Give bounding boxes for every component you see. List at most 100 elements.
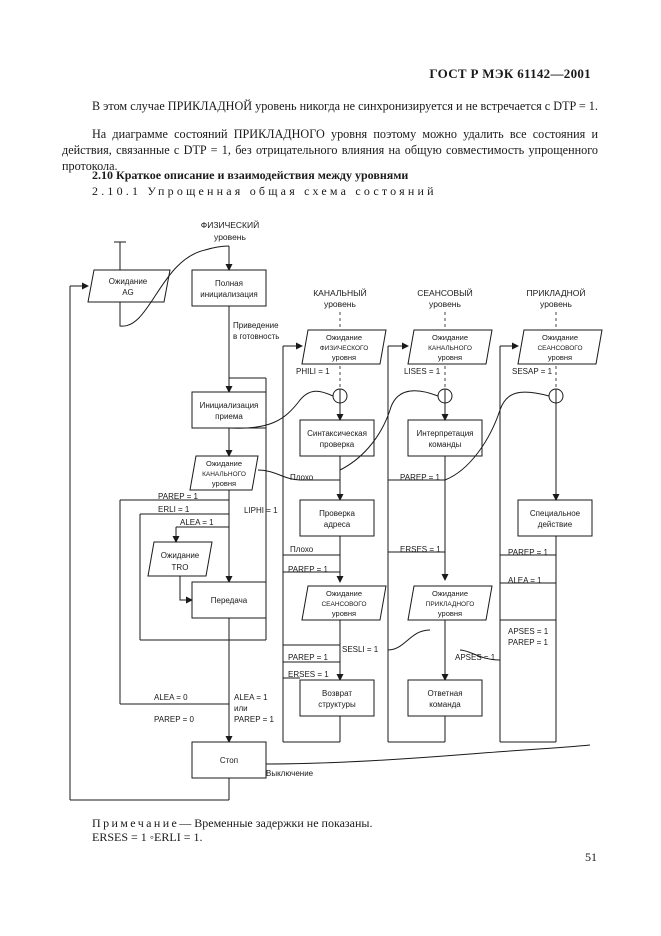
label-sesap: SESAP = 1	[512, 367, 553, 376]
bring-ready-line1: Приведение	[233, 321, 279, 330]
wait-channel-left-line1: Ожидание	[206, 459, 242, 468]
physical-level-label-2: уровень	[214, 232, 246, 242]
reply-cmd-line1: Ответная	[427, 689, 462, 698]
state-stop	[191, 741, 267, 779]
syntax-check-line2: проверка	[320, 440, 355, 449]
label-bad-2: Плохо	[290, 545, 314, 554]
wait-session-top-line2: СЕАНСОВОГО	[537, 345, 582, 352]
waiting-ag-line1: Ожидание	[109, 277, 148, 286]
note-text: — Временные задержки не показаны.	[179, 816, 373, 830]
wait-application-line3: уровня	[438, 609, 462, 618]
label-parep-b1: PAREP = 1	[400, 473, 441, 482]
recv-init-line1: Инициализация	[200, 401, 259, 410]
wait-channel-top-line1: Ожидание	[432, 333, 468, 342]
wait-session-top-line3: уровня	[548, 353, 572, 362]
state-wait-physical	[301, 329, 387, 365]
state-addr-check	[299, 499, 375, 537]
full-init-line2: инициализация	[200, 290, 258, 299]
wait-channel-left-line2: КАНАЛЬНОГО	[202, 471, 246, 478]
addr-check-line1: Проверка	[319, 509, 355, 518]
label-parep-b2: PAREP = 1	[288, 653, 329, 662]
label-alea-or-3: PAREP = 1	[234, 715, 275, 724]
interpret-line1: Интерпретация	[416, 429, 473, 438]
struct-return-line1: Возврат	[322, 689, 352, 698]
reply-cmd-line2: команда	[429, 700, 461, 709]
application-level-label-2: уровень	[540, 299, 572, 309]
wait-tro-line2: TRO	[172, 563, 189, 572]
label-bad-1: Плохо	[290, 473, 314, 482]
wait-session-mid-line2: СЕАНСОВОГО	[321, 601, 366, 608]
wait-session-top-line1: Ожидание	[542, 333, 578, 342]
page-number: 51	[585, 850, 597, 864]
physical-level-label-1: ФИЗИЧЕСКИЙ	[201, 219, 259, 230]
state-struct-return	[299, 679, 375, 717]
state-full-init	[191, 269, 267, 307]
label-shutdown: Выключение	[266, 769, 314, 778]
label-alea-a: ALEA = 1	[508, 576, 542, 585]
wait-physical-line2: ФИЗИЧЕСКОГО	[320, 345, 369, 352]
session-level-label-2: уровень	[429, 299, 461, 309]
label-parep-bl: PAREP = 1	[508, 548, 549, 557]
state-wait-session-mid	[301, 585, 387, 621]
state-interpret	[407, 419, 483, 457]
label-parep-a1: PAREP = 1	[158, 492, 199, 501]
state-recv-init	[191, 391, 267, 429]
equation: ERSES = 1 ◦ERLI = 1.	[92, 830, 203, 844]
bring-ready-line2: в готовность	[233, 332, 279, 341]
paragraph-2: На диаграмме состояний ПРИКЛАДНОГО уровн…	[62, 127, 598, 173]
special-line2: действие	[538, 520, 573, 529]
label-erses-b: ERSES = 1	[288, 670, 329, 679]
label-phili: PHILI = 1	[296, 367, 330, 376]
state-waiting-ag	[87, 269, 171, 303]
label-alea-or-2: или	[234, 704, 248, 713]
label-apses: APSES = 1	[508, 627, 549, 636]
state-wait-tro	[147, 541, 213, 577]
full-init-line1: Полная	[215, 279, 243, 288]
wait-channel-top-line3: уровня	[438, 353, 462, 362]
wait-session-mid-line3: уровня	[332, 609, 356, 618]
transmit-label: Передача	[211, 596, 248, 605]
subsection-title: 2.10.1 Упрощенная общая схема состояний	[92, 184, 437, 198]
session-level-label-1: СЕАНСОВЫЙ	[417, 287, 472, 298]
wait-tro-line1: Ожидание	[161, 551, 200, 560]
state-wait-application	[407, 585, 493, 621]
document-header: ГОСТ Р МЭК 61142—2001	[429, 66, 591, 81]
label-parep-c: PAREP = 1	[288, 565, 329, 574]
waiting-ag-line2: AG	[122, 288, 134, 297]
label-alea-or-1: ALEA = 1	[234, 693, 268, 702]
paragraph-1: В этом случае ПРИКЛАДНОЙ уровень никогда…	[92, 99, 598, 113]
label-alea1: ALEA = 1	[180, 518, 214, 527]
syntax-check-line1: Синтаксическая	[307, 429, 367, 438]
state-special	[517, 499, 593, 537]
state-syntax-check	[299, 419, 375, 457]
special-line1: Специальное	[530, 509, 581, 518]
label-parep0: PAREP = 0	[154, 715, 195, 724]
label-erli: ERLI = 1	[158, 505, 190, 514]
label-liphi: LIPHI = 1	[244, 506, 278, 515]
wait-session-mid-line1: Ожидание	[326, 589, 362, 598]
interpret-line2: команды	[429, 440, 462, 449]
label-alea0: ALEA = 0	[154, 693, 188, 702]
wait-physical-line3: уровня	[332, 353, 356, 362]
wait-physical-line1: Ожидание	[326, 333, 362, 342]
label-lises: LISES = 1	[404, 367, 441, 376]
state-wait-session-top	[517, 329, 603, 365]
note: Примечание— Временные задержки не показа…	[92, 816, 372, 831]
wait-application-line1: Ожидание	[432, 589, 468, 598]
application-level-label-1: ПРИКЛАДНОЙ	[527, 287, 586, 298]
channel-level-label-1: КАНАЛЬНЫЙ	[313, 287, 367, 298]
recv-init-line2: приема	[215, 412, 243, 421]
wait-channel-left-line3: уровня	[212, 479, 236, 488]
state-wait-channel-top	[407, 329, 493, 365]
label-parep-a2: PAREP = 1	[508, 638, 549, 647]
struct-return-line2: структуры	[318, 700, 356, 709]
label-erses-a: ERSES = 1	[400, 545, 441, 554]
label-sesli: SESLI = 1	[342, 645, 379, 654]
wait-application-line2: ПРИКЛАДНОГО	[426, 601, 475, 608]
section-title: 2.10 Краткое описание и взаимодействия м…	[92, 168, 409, 182]
label-apses2: APSES = 1	[455, 653, 496, 662]
wait-channel-top-line2: КАНАЛЬНОГО	[428, 345, 472, 352]
channel-level-label-2: уровень	[324, 299, 356, 309]
stop-label: Стоп	[220, 756, 238, 765]
